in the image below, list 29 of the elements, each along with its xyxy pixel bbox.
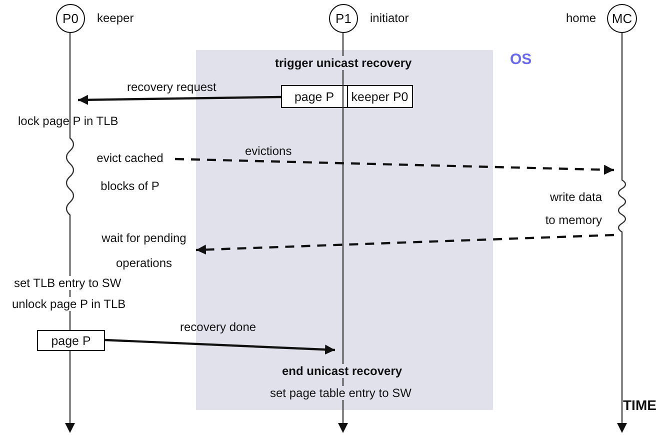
message-arrow [104, 338, 336, 355]
heading-text: TIME [623, 398, 656, 412]
box-text: page P [293, 88, 336, 106]
message-box [281, 85, 413, 108]
role-label: initiator [370, 11, 409, 25]
note-text: set page table entry to SW [270, 386, 412, 400]
participant-circle: P0 [56, 4, 85, 33]
note-text: evict cached blocks of P [96, 150, 164, 195]
heading-text: trigger unicast recovery [275, 56, 412, 70]
message-arrow [174, 158, 614, 175]
note-text: unlock page P in TLB [12, 297, 126, 311]
message-box [37, 330, 105, 351]
box-text: page P [50, 332, 92, 350]
band-title: OS [510, 53, 532, 67]
edge-label: recovery done [180, 320, 256, 334]
participant-circle: P1 [329, 4, 358, 33]
heading-text: end unicast recovery [282, 364, 402, 378]
note-text: set TLB entry to SW [14, 276, 122, 290]
note-text: lock page P in TLB [18, 114, 118, 128]
message-arrow [78, 94, 282, 105]
note-text: write data to memory [544, 189, 602, 229]
edge-label: evictions [245, 144, 292, 158]
role-label: keeper [97, 11, 134, 25]
participant-circle: MC [607, 4, 637, 33]
role-label: home [566, 11, 596, 25]
box-text: keeper P0 [346, 86, 412, 107]
message-arrow [196, 234, 614, 255]
edge-label: recovery request [127, 80, 216, 94]
note-text: wait for pending operations [100, 230, 188, 272]
